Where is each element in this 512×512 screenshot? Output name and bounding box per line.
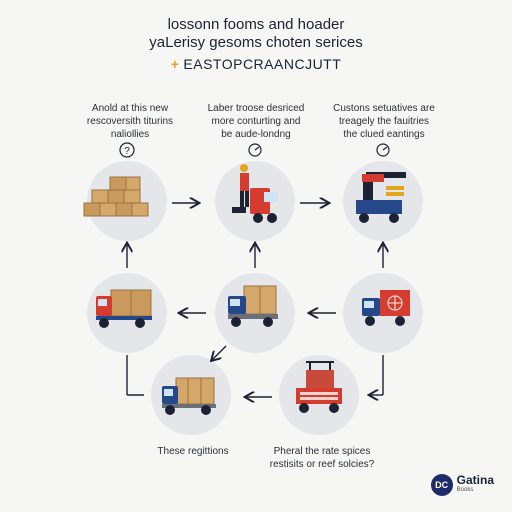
brand-text: EASTOPCRAANCJUTT: [183, 56, 342, 72]
caption-line: Laber troose desriced: [207, 103, 305, 114]
worker-truck-icon: [232, 164, 278, 223]
title-line-2: yaLerisy gesoms choten serices: [149, 34, 363, 51]
red-cargo-truck-icon: [362, 290, 410, 326]
caption-line: Anold at this new: [91, 103, 169, 114]
caption-bottom-left: These regittions: [138, 445, 248, 458]
loaded-truck-icon: [228, 285, 278, 327]
gauge-icon: [376, 143, 390, 157]
caption-line: more conturting and: [211, 116, 301, 127]
logo-name: Gatina: [456, 473, 494, 487]
brand-row: +EASTOPCRAANCJUTT: [0, 56, 512, 72]
caption-line: These regittions: [157, 446, 229, 457]
question-icon: ?: [119, 142, 135, 158]
caption-line: restisits or reef solcies?: [269, 459, 375, 470]
flow-arrows: [127, 203, 383, 397]
caption-line: Custons setuatives are: [333, 103, 435, 114]
boxes-icon: [83, 176, 149, 217]
logo-sub: Books: [456, 487, 474, 493]
gauge-icon: [248, 143, 262, 157]
logo-text: Gatina Books: [456, 473, 494, 495]
caption-bottom-center: Pheral the rate spices restisits or reef…: [252, 445, 392, 471]
crate-truck-icon: [162, 377, 216, 415]
arrow-down-left: [212, 345, 227, 360]
caption-top-center: Laber troose desriced more conturting an…: [198, 102, 314, 141]
caption-top-right: Custons setuatives are treagely the faui…: [322, 102, 446, 141]
cargo-truck-icon: [96, 289, 152, 328]
crane-loader-icon: [356, 172, 406, 223]
caption-line: naliollies: [110, 129, 150, 140]
caption-line: the clued eantings: [343, 129, 425, 140]
question-mark: ?: [124, 146, 130, 157]
caption-line: be aude-londng: [221, 129, 291, 140]
caption-line: Pheral the rate spices: [273, 446, 371, 457]
caption-line: rescoversith titurins: [86, 116, 174, 127]
plus-icon: +: [170, 56, 180, 72]
warehouse-truck-icon: [296, 361, 342, 413]
caption-top-left: Anold at this new rescoversith titurins …: [70, 102, 190, 141]
caption-line: treagely the fauitries: [338, 116, 430, 127]
logo-badge: DC: [430, 474, 453, 496]
brand-logo: DC Gatina Books: [430, 473, 494, 496]
title-line-1: lossonn fooms and hoader: [167, 16, 345, 33]
header: lossonn fooms and hoader yaLerisy gesoms…: [0, 16, 512, 72]
